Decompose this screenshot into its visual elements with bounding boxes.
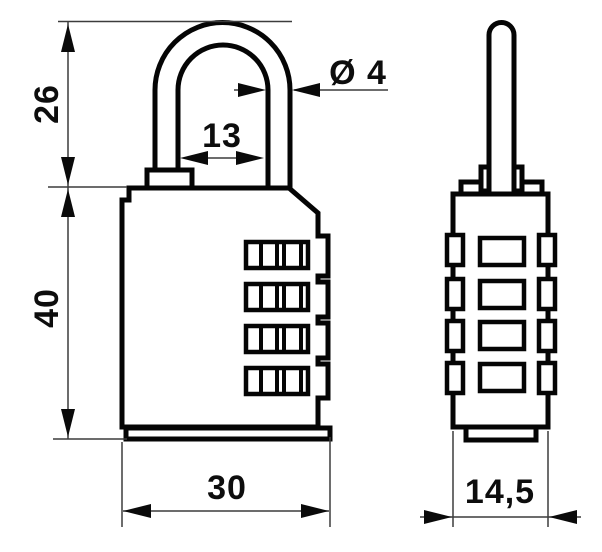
dimension-shackle-height: 26: [28, 24, 75, 185]
side-shackle-rod: [486, 20, 517, 196]
dial-tab: [536, 318, 558, 354]
arrow-right-icon: [236, 151, 264, 165]
dimension-annotations: 26 40 13 Ø 4: [28, 20, 581, 527]
side-dial-tabs-left: [444, 232, 466, 396]
arrow-left-icon: [123, 504, 151, 518]
side-dial-tabs-right: [536, 232, 558, 396]
arrow-up-icon: [61, 189, 75, 217]
dial-window: [477, 361, 527, 394]
side-base-step: [463, 424, 539, 443]
dial-window: [477, 235, 527, 268]
dimension-shackle-diameter: Ø 4: [234, 54, 388, 97]
dial-tab: [444, 232, 466, 268]
side-view: [444, 20, 558, 443]
dim-label-body-height: 40: [28, 288, 66, 328]
dimension-body-height: 40: [28, 189, 75, 437]
dial-window: [477, 319, 527, 352]
arrow-left-icon: [549, 510, 577, 524]
dial-tab: [536, 360, 558, 396]
dim-label-shackle-height: 26: [28, 84, 66, 124]
dial-tab: [444, 318, 466, 354]
dial-window: [477, 278, 527, 311]
dimension-body-width: 30: [121, 437, 331, 527]
dim-label-body-width: 30: [207, 469, 247, 507]
front-view: [119, 20, 333, 442]
arrow-left-icon: [180, 151, 208, 165]
dial-windows-front: [243, 239, 311, 397]
arrow-right-icon: [238, 83, 266, 97]
shackle-inner-outline: [175, 42, 271, 196]
dimension-shackle-inner-width: 13: [180, 117, 264, 165]
side-dial-windows: [477, 235, 527, 394]
dimension-body-depth: 14,5: [420, 431, 581, 527]
arrow-left-icon: [292, 83, 320, 97]
arrow-down-icon: [61, 157, 75, 185]
arrow-down-icon: [61, 409, 75, 437]
dial-tab: [536, 232, 558, 268]
arrow-up-icon: [61, 24, 75, 52]
body-base-plate: [123, 425, 333, 442]
arrow-right-icon: [301, 504, 329, 518]
arrow-right-icon: [424, 510, 452, 524]
shackle-outer-outline: [152, 20, 293, 196]
dial-tab: [536, 276, 558, 312]
dim-label-body-depth: 14,5: [465, 473, 535, 511]
dim-label-shackle-inner-width: 13: [202, 117, 242, 155]
dial-tab: [444, 360, 466, 396]
dial-tab: [444, 276, 466, 312]
dim-label-shackle-diameter: Ø 4: [329, 54, 387, 92]
